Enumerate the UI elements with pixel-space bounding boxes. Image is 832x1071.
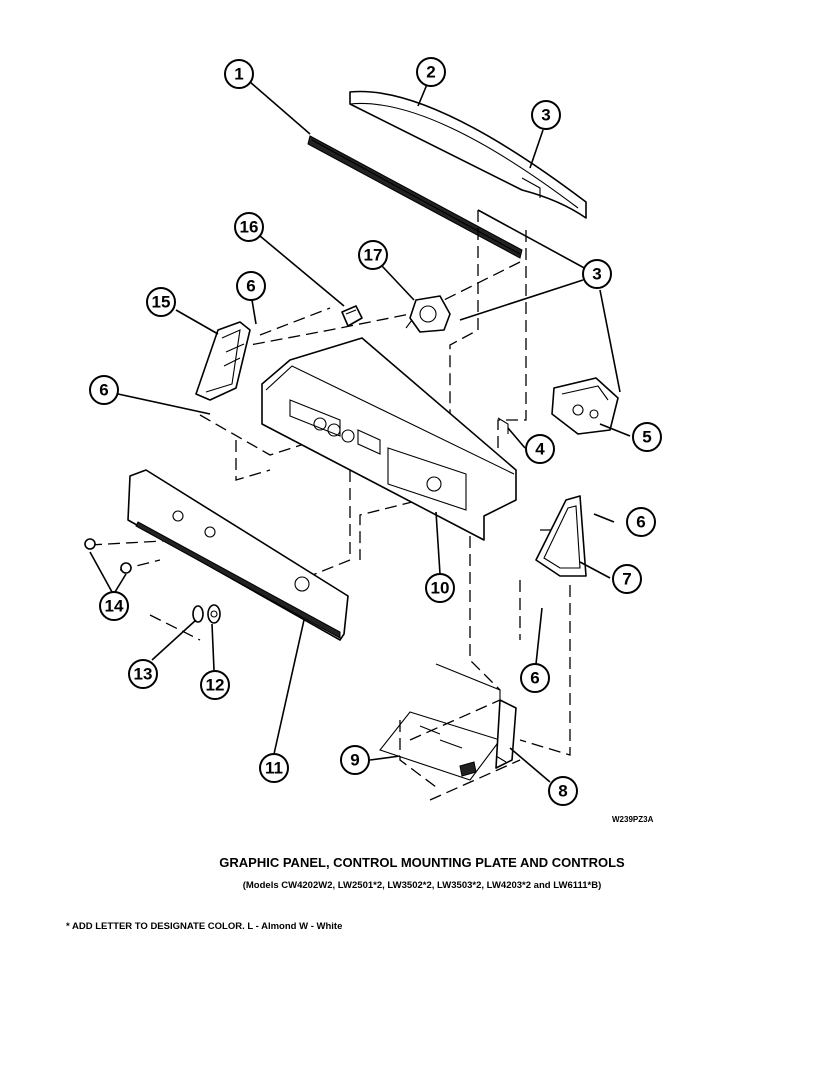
part-15-left-end-cap xyxy=(195,321,251,401)
svg-text:11: 11 xyxy=(265,759,283,778)
callout-17: 17 xyxy=(358,240,388,270)
leader-lines xyxy=(89,81,631,783)
svg-text:6: 6 xyxy=(530,669,539,688)
part-1-strip xyxy=(307,135,523,259)
svg-text:6: 6 xyxy=(636,513,645,532)
callout-6: 6 xyxy=(626,507,656,537)
part-17-switch xyxy=(405,295,451,333)
svg-text:10: 10 xyxy=(431,579,450,598)
callout-1: 1 xyxy=(224,59,254,89)
svg-text:3: 3 xyxy=(592,265,601,284)
color-footnote: * ADD LETTER TO DESIGNATE COLOR. L - Alm… xyxy=(66,921,343,932)
callout-8: 8 xyxy=(548,776,578,806)
part-2-top-trim xyxy=(349,90,587,219)
callout-6: 6 xyxy=(89,375,119,405)
part-8-switch-bracket xyxy=(495,699,517,769)
callout-6: 6 xyxy=(236,271,266,301)
svg-text:12: 12 xyxy=(206,676,225,695)
callout-3: 3 xyxy=(531,100,561,130)
part-4-clip xyxy=(497,417,509,434)
part-12-knob xyxy=(207,604,221,624)
svg-text:14: 14 xyxy=(105,597,124,616)
part-13-knob-insert xyxy=(192,605,204,623)
callout-7: 7 xyxy=(612,564,642,594)
callout-6: 6 xyxy=(520,663,550,693)
svg-text:3: 3 xyxy=(541,106,550,125)
svg-text:13: 13 xyxy=(134,665,153,684)
part-14-knob-caps xyxy=(84,538,132,574)
part-16-clip xyxy=(341,305,363,327)
part-11-graphic-panel xyxy=(127,469,349,641)
model-list: (Models CW4202W2, LW2501*2, LW3502*2, LW… xyxy=(242,880,602,891)
callout-4: 4 xyxy=(525,434,555,464)
svg-text:15: 15 xyxy=(152,293,171,312)
svg-text:16: 16 xyxy=(240,218,259,237)
callout-9: 9 xyxy=(340,745,370,775)
callout-15: 15 xyxy=(146,287,176,317)
svg-text:6: 6 xyxy=(99,381,108,400)
drawing-code: W239PZ3A xyxy=(612,815,654,824)
callout-2: 2 xyxy=(416,57,446,87)
svg-text:7: 7 xyxy=(622,570,631,589)
callout-3: 3 xyxy=(582,259,612,289)
callout-10: 10 xyxy=(425,573,455,603)
callout-16: 16 xyxy=(234,212,264,242)
svg-text:1: 1 xyxy=(234,65,243,84)
svg-text:17: 17 xyxy=(364,246,383,265)
svg-text:9: 9 xyxy=(350,751,359,770)
callout-12: 12 xyxy=(200,670,230,700)
callout-5: 5 xyxy=(632,422,662,452)
part-7-right-end-cap xyxy=(535,495,587,577)
svg-text:5: 5 xyxy=(642,428,651,447)
part-9-base-bracket xyxy=(379,663,501,781)
callout-11: 11 xyxy=(259,753,289,783)
part-10-control-mounting-plate xyxy=(261,337,517,541)
svg-text:6: 6 xyxy=(246,277,255,296)
callout-14: 14 xyxy=(99,591,129,621)
svg-text:4: 4 xyxy=(535,440,545,459)
diagram-title: GRAPHIC PANEL, CONTROL MOUNTING PLATE AN… xyxy=(219,855,625,870)
svg-text:2: 2 xyxy=(426,63,435,82)
callout-13: 13 xyxy=(128,659,158,689)
part-5-control-timer xyxy=(551,377,619,435)
svg-text:8: 8 xyxy=(558,782,567,801)
